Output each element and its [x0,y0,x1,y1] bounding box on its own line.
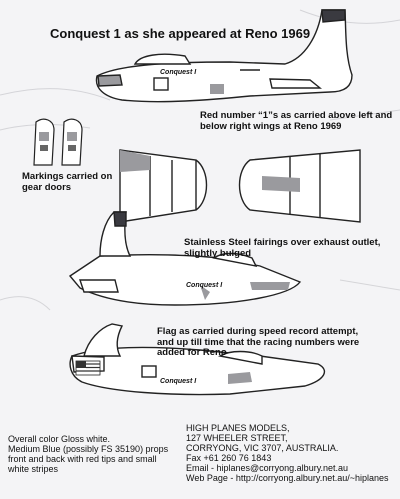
note-line: front and back with red tips and small [8,454,157,465]
wing-panel-right [238,149,361,223]
publisher-web: Web Page - http://corryong.albury.net.au… [186,473,389,484]
caption-line: below right wings at Reno 1969 [200,120,342,132]
note-line: white stripes [8,464,59,475]
caption-gear-doors: Markings carried on gear doors [22,171,132,193]
nose-art-label-top: Conquest I [160,69,197,76]
publisher-city: CORRYONG, VIC 3707, AUSTRALIA. [186,443,339,454]
caption-line: Flag as carried during speed record atte… [157,326,359,337]
publisher-fax: Fax +61 260 76 1843 [186,453,272,464]
sheet-title: Conquest 1 as she appeared at Reno 1969 [50,26,311,41]
aircraft-side-view-top [95,9,353,103]
caption-line: and up till time that the racing numbers… [157,336,360,348]
nose-art-label-middle: Conquest I [186,282,223,289]
caption-line: Red number “1”s as carried above left an… [200,110,393,121]
us-flag-marking [75,360,101,376]
caption-fairings: Stainless Steel fairings over exhaust ou… [184,237,396,259]
caption-line: gear doors [22,181,72,193]
note-line: Overall color Gloss white. [8,434,111,444]
nose-art-label-bottom: Conquest I [160,378,197,385]
note-line: Medium Blue (possibly FS 35190) props [8,444,169,455]
background-bleed [0,9,400,311]
wing-panel-left [119,149,208,223]
color-notes: Overall color Gloss white. Medium Blue (… [8,434,178,474]
caption-line: slightly bulged [184,247,252,259]
gear-door-left [33,118,55,166]
caption-line: Stainless Steel fairings over exhaust ou… [184,237,381,248]
gear-door-right [61,118,83,166]
aircraft-side-view-middle [68,211,302,306]
publisher-street: 127 WHEELER STREET, [186,433,288,444]
publisher-email: Email - hiplanes@corryong.albury.net.au [186,463,349,474]
publisher-info: HIGH PLANES MODELS, 127 WHEELER STREET, … [186,423,398,483]
caption-line: Markings carried on [22,171,113,182]
caption-flag: Flag as carried during speed record atte… [157,326,393,359]
publisher-name: HIGH PLANES MODELS, [186,423,290,433]
caption-line: added for Reno [157,347,227,359]
caption-red-number: Red number “1”s as carried above left an… [200,110,396,132]
